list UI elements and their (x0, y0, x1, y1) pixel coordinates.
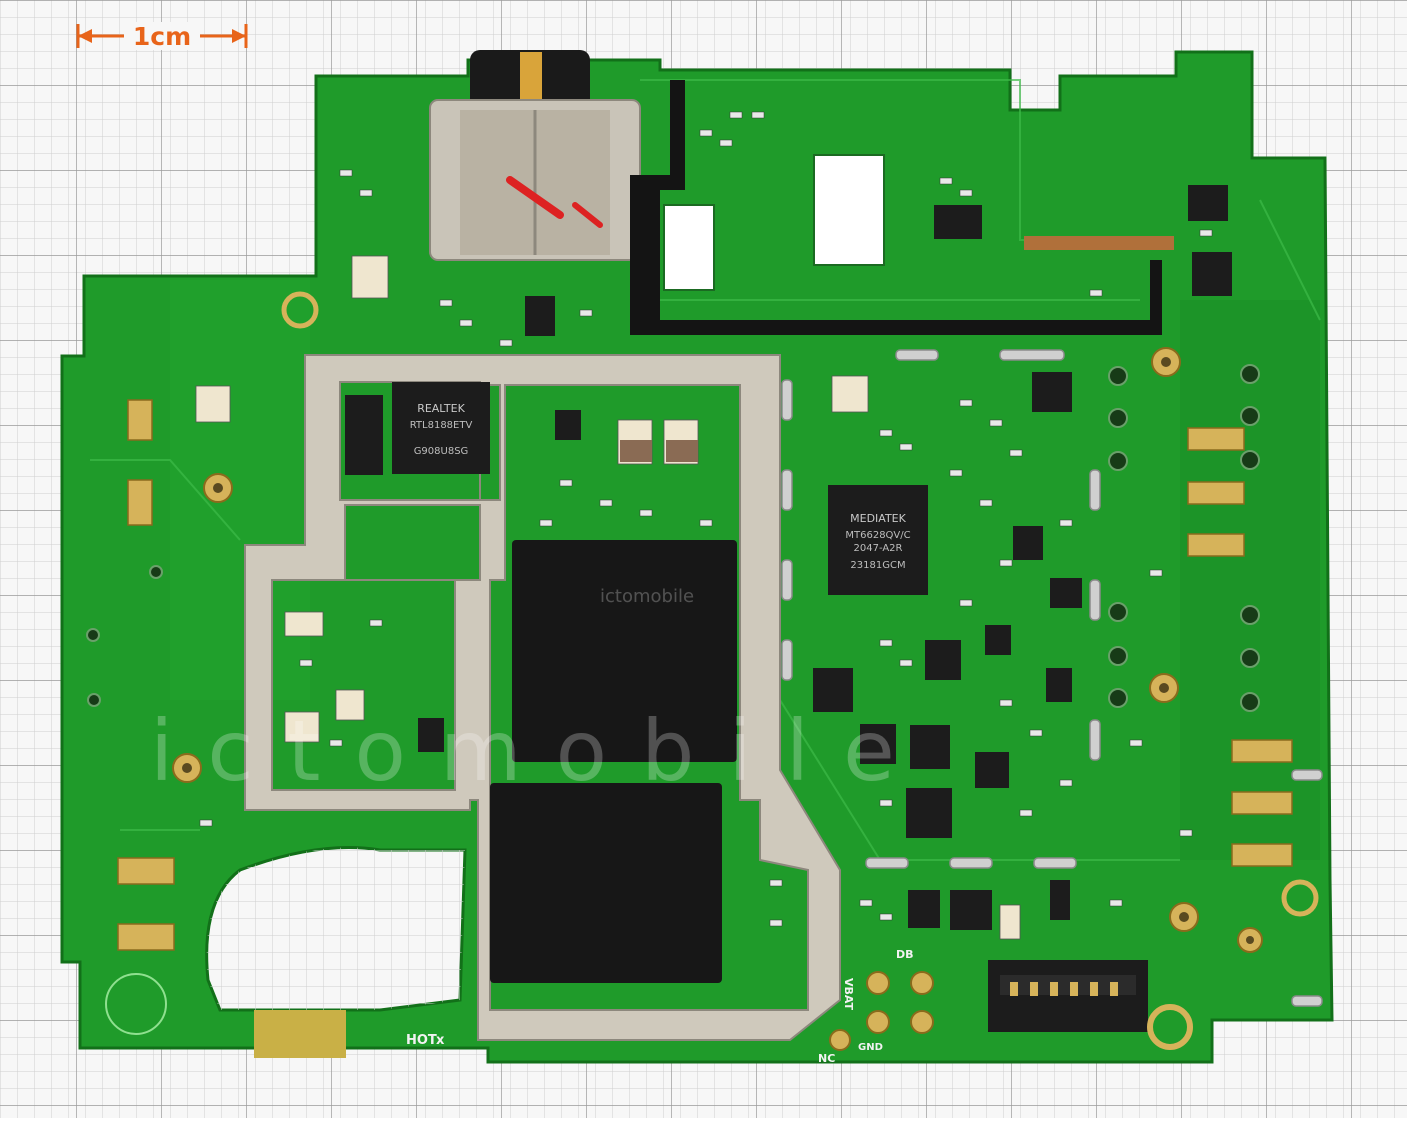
mediatek-chip-line2: MT6628QV/C (845, 530, 910, 541)
mediatek-chip-line3: 2047-A2R (854, 543, 903, 554)
silk-gnd: GND (858, 1042, 883, 1053)
storage-chip-pad (490, 783, 722, 983)
board-shade-left (170, 280, 310, 700)
small-ics (345, 185, 1232, 930)
copper-strip (1024, 236, 1174, 250)
realtek-chip: REALTEK RTL8188ETV G908U8SG (392, 382, 490, 474)
board-cutout-grid (206, 847, 465, 1010)
mounting-ring (105, 973, 167, 1035)
headphone-jack (429, 50, 641, 261)
memory-chip-pad (512, 540, 737, 762)
realtek-chip-line3: G908U8SG (414, 446, 469, 457)
watermark-small: ictomobile (600, 586, 694, 607)
battery-connector (988, 960, 1148, 1032)
mediatek-chip-line1: MEDIATEK (850, 512, 906, 525)
silk-db: DB (896, 948, 914, 961)
scale-bar: 1cm (76, 22, 248, 51)
foam-gasket (630, 80, 1162, 335)
antenna-connector-centers (182, 357, 1254, 944)
silkscreen: HOT x VBAT DB NC GND (406, 948, 914, 1065)
silk-vbat: VBAT (842, 978, 855, 1011)
realtek-chip-line2: RTL8188ETV (410, 420, 473, 431)
vias (86, 364, 1260, 712)
silk-hot: HOT (406, 1033, 437, 1048)
watermark-large: ictomobile (150, 702, 929, 800)
mediatek-chip-line4: 23181GCM (850, 560, 905, 571)
silk-x: x (436, 1033, 445, 1048)
mediatek-chip: MEDIATEK MT6628QV/C 2047-A2R 23181GCM (828, 485, 928, 595)
ground-pad (254, 1010, 346, 1058)
watermark: ictomobile ictomobile (150, 586, 929, 800)
scale-label: 1cm (133, 22, 191, 51)
realtek-chip-line1: REALTEK (417, 402, 465, 415)
spring-contacts (117, 399, 1293, 951)
test-points (281, 291, 1319, 1051)
shield-clips (781, 349, 1323, 1007)
passive-components (195, 111, 1213, 940)
rf-shield-frame (244, 354, 841, 1041)
board-shade-right (1180, 300, 1320, 860)
silk-nc: NC (818, 1052, 835, 1065)
